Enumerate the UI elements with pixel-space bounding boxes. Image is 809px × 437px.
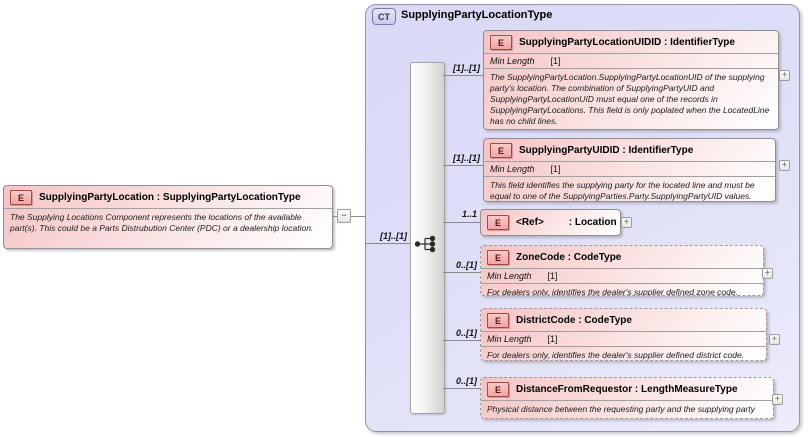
cardinality-label: [1]..[1]	[453, 153, 480, 163]
element-title: SupplyingPartyUIDID : IdentifierType	[519, 145, 694, 156]
element-type: : Location	[568, 217, 617, 228]
element-badge-icon: E	[487, 313, 509, 328]
element-box-districtcode[interactable]: E DistrictCode : CodeType Min Length [1]…	[480, 308, 767, 361]
divider	[481, 400, 773, 401]
facet-value: [1]	[550, 56, 561, 66]
element-header: E DistrictCode : CodeType	[481, 309, 766, 331]
facet-row: Min Length [1]	[484, 54, 778, 68]
divider	[484, 176, 775, 177]
facet-row: Min Length [1]	[481, 332, 766, 346]
expand-icon[interactable]: +	[769, 334, 780, 345]
element-badge-icon: E	[10, 190, 32, 205]
divider	[484, 53, 778, 54]
element-title: <Ref>	[516, 217, 544, 228]
element-badge-icon: E	[487, 250, 509, 265]
cardinality-label: [1]..[1]	[453, 63, 480, 73]
expand-icon[interactable]: +	[779, 70, 790, 81]
connector-line	[443, 340, 480, 341]
element-header: E SupplyingPartyLocationUIDID : Identifi…	[484, 31, 778, 53]
element-title: SupplyingPartyLocation : SupplyingPartyL…	[39, 192, 301, 203]
expand-icon[interactable]: +	[779, 160, 790, 171]
cardinality-label: 0..[1]	[455, 376, 477, 386]
element-badge-icon: E	[487, 215, 509, 230]
expand-icon[interactable]: +	[762, 268, 773, 279]
element-description: For dealers only, identifies the dealer'…	[487, 350, 745, 360]
divider	[484, 68, 778, 69]
sequence-icon	[414, 235, 436, 253]
element-box-ref-location[interactable]: E <Ref> : Location	[480, 209, 621, 236]
element-description: For dealers only, identifies the dealer'…	[487, 287, 738, 296]
facet-value: [1]	[550, 164, 561, 174]
element-badge-icon: E	[487, 382, 509, 397]
element-title: DistrictCode : CodeType	[516, 315, 632, 326]
element-description: The SupplyingPartyLocation.SupplyingPart…	[490, 72, 770, 127]
cardinality-label: 1..1	[461, 209, 477, 219]
connector-line	[443, 388, 480, 389]
facet-name: Min Length	[487, 334, 532, 344]
element-box-supplyingpartyuidid[interactable]: E SupplyingPartyUIDID : IdentifierType M…	[483, 138, 776, 202]
divider	[481, 331, 766, 332]
facet-value: [1]	[547, 271, 558, 281]
cardinality-label: 0..[1]	[455, 260, 477, 270]
facet-name: Min Length	[490, 56, 535, 66]
facet-value: [1]	[547, 334, 558, 344]
element-box-supplyingpartylocationuidid[interactable]: E SupplyingPartyLocationUIDID : Identifi…	[483, 30, 779, 130]
element-header: E DistanceFromRequestor : LengthMeasureT…	[481, 378, 773, 400]
element-title: DistanceFromRequestor : LengthMeasureTyp…	[516, 384, 738, 395]
element-title: ZoneCode : CodeType	[516, 252, 622, 263]
complex-type-badge: CT	[372, 8, 396, 25]
divider	[481, 346, 766, 347]
connector-line	[443, 165, 483, 166]
complex-type-title: SupplyingPartyLocationType	[401, 9, 553, 21]
element-description: The Supplying Locations Component repres…	[10, 212, 314, 234]
element-title: SupplyingPartyLocationUIDID : Identifier…	[519, 37, 735, 48]
cardinality-label: [1]..[1]	[380, 231, 407, 241]
cardinality-label: 0..[1]	[455, 328, 477, 338]
divider	[4, 208, 332, 209]
element-badge-icon: E	[490, 143, 512, 158]
divider	[481, 268, 763, 269]
element-header: E SupplyingPartyLocation : SupplyingPart…	[4, 186, 332, 208]
element-box-supplyingpartylocation[interactable]: E SupplyingPartyLocation : SupplyingPart…	[3, 185, 333, 249]
connector-line	[443, 222, 480, 223]
expand-icon[interactable]: +	[772, 394, 783, 405]
divider	[481, 283, 763, 284]
element-header: E ZoneCode : CodeType	[481, 246, 763, 268]
facet-name: Min Length	[487, 271, 532, 281]
expand-icon[interactable]: +	[621, 217, 632, 228]
connector-line	[443, 272, 480, 273]
divider	[484, 161, 775, 162]
element-header: E SupplyingPartyUIDID : IdentifierType	[484, 139, 775, 161]
facet-name: Min Length	[490, 164, 535, 174]
element-box-distancefromrequestor[interactable]: E DistanceFromRequestor : LengthMeasureT…	[480, 377, 774, 419]
element-header: E <Ref> : Location	[481, 215, 620, 230]
connector-line	[366, 243, 411, 244]
element-badge-icon: E	[490, 35, 512, 50]
facet-row: Min Length [1]	[484, 162, 775, 176]
element-box-zonecode[interactable]: E ZoneCode : CodeType Min Length [1] For…	[480, 245, 764, 296]
collapse-toggle-icon[interactable]: −	[337, 209, 351, 223]
facet-row: Min Length [1]	[481, 269, 763, 283]
element-description: Physical distance between the requesting…	[487, 404, 755, 414]
element-description: This field identifies the supplying part…	[490, 180, 755, 202]
connector-line	[443, 75, 483, 76]
